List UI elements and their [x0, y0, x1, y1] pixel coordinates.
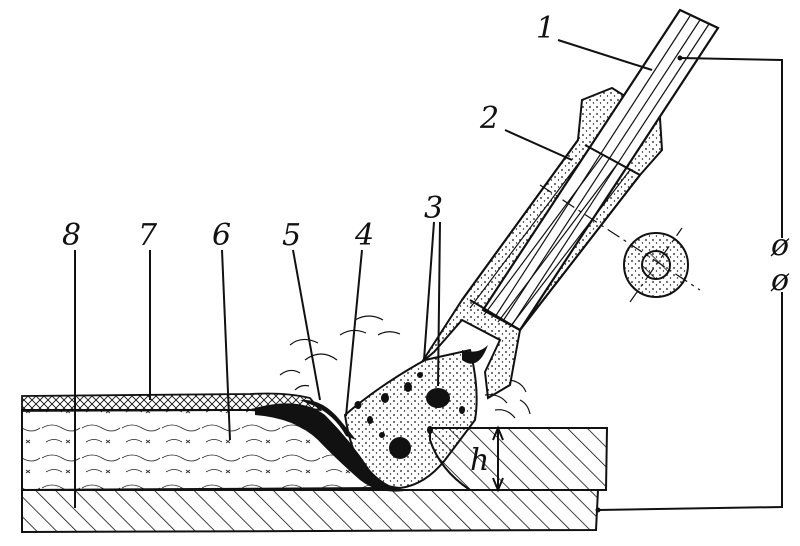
label-h: h	[470, 443, 489, 478]
label-3: 3	[424, 191, 443, 226]
label-8: 8	[62, 218, 81, 253]
label-7: 7	[138, 218, 158, 253]
dimension-h	[492, 425, 510, 493]
label-6: 6	[212, 218, 231, 253]
electrode	[421, 8, 720, 400]
terminal-bottom: ø	[770, 263, 790, 298]
circuit	[595, 55, 783, 513]
electrode-cross-section	[539, 184, 701, 303]
label-4: 4	[354, 218, 374, 253]
label-5: 5	[282, 218, 301, 253]
label-1: 1	[536, 11, 555, 46]
label-2: 2	[479, 101, 499, 136]
terminal-top: ø	[770, 228, 790, 263]
leader-lines	[74, 39, 653, 508]
